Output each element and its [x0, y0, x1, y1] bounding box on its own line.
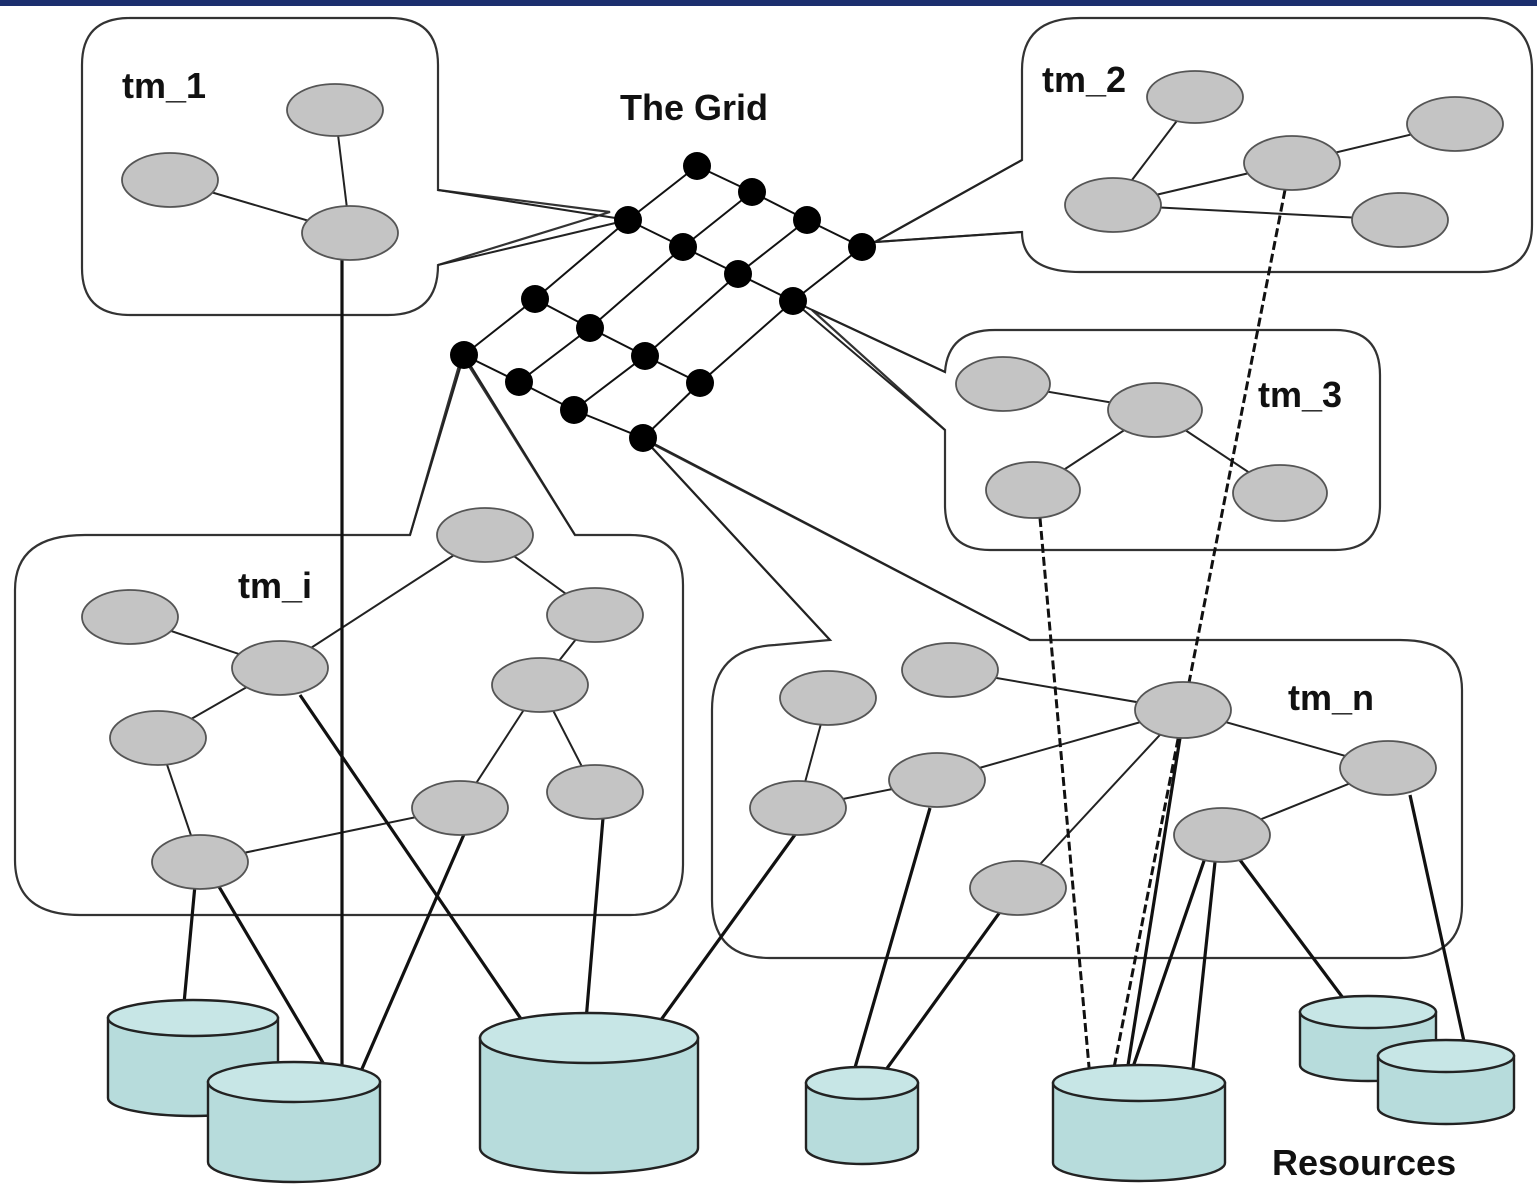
task-node [1406, 96, 1504, 152]
task-node [151, 834, 249, 890]
task-node [546, 764, 644, 820]
grid-node [576, 314, 604, 342]
task-node [81, 589, 179, 645]
grid-nodes [450, 152, 876, 452]
task-node [1173, 807, 1271, 863]
task-node [301, 205, 399, 261]
task-node [1107, 382, 1203, 438]
tm3-label: tm_3 [1258, 374, 1342, 415]
tmi-region [13, 352, 685, 917]
top-bar [0, 0, 1537, 6]
tmn-label: tm_n [1288, 677, 1374, 718]
task-node [109, 710, 207, 766]
tm1-label: tm_1 [122, 65, 206, 106]
grid-mesh [463, 165, 863, 439]
grid-node [738, 178, 766, 206]
task-node [546, 587, 644, 643]
task-node [779, 670, 877, 726]
tmi-label: tm_i [238, 565, 312, 606]
task-node [1146, 70, 1244, 124]
task-nodes [81, 70, 1504, 916]
grid-node [724, 260, 752, 288]
grid-node [450, 341, 478, 369]
task-node [985, 461, 1081, 519]
grid-node [779, 287, 807, 315]
grid-node [614, 206, 642, 234]
resource-cylinder [1051, 1063, 1227, 1183]
grid-node [683, 152, 711, 180]
tm2-label: tm_2 [1042, 59, 1126, 100]
tm1-region [80, 16, 611, 317]
task-node [491, 657, 589, 713]
task-node [436, 507, 534, 563]
diagram-title: The Grid [620, 87, 768, 128]
task-node [749, 780, 847, 836]
task-node [286, 83, 384, 137]
task-node [969, 860, 1067, 916]
task-node [411, 780, 509, 836]
grid-node [521, 285, 549, 313]
task-node [1351, 192, 1449, 248]
task-node [1243, 135, 1341, 191]
task-node [1134, 681, 1232, 739]
resource-cylinder [804, 1065, 920, 1166]
task-node [1064, 177, 1162, 233]
grid-node [686, 369, 714, 397]
task-node [901, 642, 999, 698]
task-node [121, 152, 219, 208]
grid-node [793, 206, 821, 234]
task-node [231, 640, 329, 696]
resources-label: Resources [1272, 1142, 1456, 1183]
grid-node [848, 233, 876, 261]
assignment-arrows [177, 189, 1476, 1134]
resource-cylinder [478, 1011, 700, 1175]
task-node [1339, 740, 1437, 796]
grid-node [669, 233, 697, 261]
task-node [955, 356, 1051, 412]
resource-cylinder [206, 1060, 382, 1184]
grid-node [629, 424, 657, 452]
grid-node [560, 396, 588, 424]
grid-node [505, 368, 533, 396]
task-node [888, 752, 986, 808]
grid-node [631, 342, 659, 370]
resource-cylinder [1376, 1038, 1516, 1126]
task-node [1232, 464, 1328, 522]
